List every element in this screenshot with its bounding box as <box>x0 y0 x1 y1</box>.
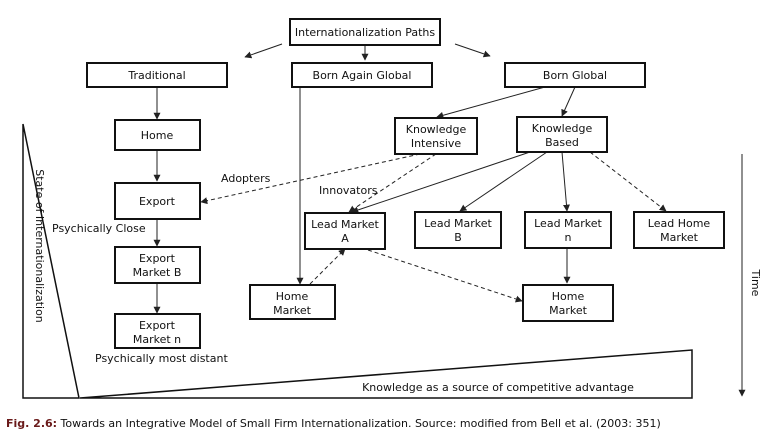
node-lead-home-market: Lead Home Market <box>633 211 725 249</box>
svg-text:Based: Based <box>545 136 579 149</box>
svg-text:Knowledge: Knowledge <box>532 122 593 135</box>
edge-paths-born-global <box>454 43 491 58</box>
svg-text:n: n <box>565 231 572 244</box>
svg-text:Lead Market: Lead Market <box>424 217 492 230</box>
svg-text:Home: Home <box>276 290 309 303</box>
svg-text:Market: Market <box>549 304 587 317</box>
edge-knowledge-based-lead-n <box>561 151 570 212</box>
svg-text:Knowledge: Knowledge <box>406 123 467 136</box>
node-lead-market-b: Lead Market B <box>414 211 502 249</box>
svg-text:Market: Market <box>660 231 698 244</box>
node-knowledge-based: Knowledge Based <box>516 116 608 153</box>
node-lead-market-n: Lead Market n <box>524 211 612 249</box>
node-home-market-left: Home Market <box>249 284 336 320</box>
svg-text:A: A <box>341 232 349 245</box>
edge-knowledge-based-lead-home <box>589 151 667 212</box>
svg-text:Lead Home: Lead Home <box>648 217 711 230</box>
svg-text:Home: Home <box>141 129 174 142</box>
svg-text:Lead Market: Lead Market <box>534 217 602 230</box>
figure-number: Fig. 2.6: <box>6 417 58 430</box>
svg-text:Export: Export <box>139 252 176 265</box>
node-home: Home <box>114 119 201 151</box>
node-home-market-right: Home Market <box>522 284 614 322</box>
node-export: Export <box>114 182 201 220</box>
svg-text:Traditional: Traditional <box>127 69 185 82</box>
edge-knowledge-based-lead-b <box>459 151 548 212</box>
edge-knowledge-intensive-lead-a <box>348 153 437 213</box>
edge-born-global-knowledge-based <box>561 86 576 117</box>
svg-text:Born Again Global: Born Again Global <box>313 69 412 82</box>
edge-home-market-lead-a <box>309 248 346 285</box>
node-export-market-n: Export Market n <box>114 313 201 349</box>
svg-text:Intensive: Intensive <box>411 137 462 150</box>
node-internationalization-paths: Internationalization Paths <box>289 18 441 46</box>
svg-text:Home: Home <box>552 290 585 303</box>
state-of-internationalization-wedge <box>22 123 80 399</box>
svg-text:Export: Export <box>139 319 176 332</box>
node-export-market-b: Export Market B <box>114 246 201 284</box>
edge-knowledge-intensive-export <box>200 153 421 205</box>
figure-caption-text: Towards an Integrative Model of Small Fi… <box>57 417 661 430</box>
diagram: Internationalization Paths Traditional B… <box>22 18 762 399</box>
edge-born-global-knowledge-intensive <box>436 86 546 119</box>
label-knowledge-axis: Knowledge as a source of competitive adv… <box>362 381 634 394</box>
node-born-global: Born Global <box>504 62 646 88</box>
edge-lead-a-home-market <box>367 249 523 303</box>
svg-text:Market B: Market B <box>133 266 182 279</box>
label-time-axis: Time <box>749 269 762 297</box>
edge-knowledge-based-lead-a <box>351 151 531 214</box>
svg-text:Born Global: Born Global <box>543 69 607 82</box>
label-innovators: Innovators <box>319 184 378 197</box>
node-born-again-global: Born Again Global <box>291 62 433 88</box>
svg-text:Market: Market <box>273 304 311 317</box>
svg-text:Lead Market: Lead Market <box>311 218 379 231</box>
label-psychically-close: Psychically Close <box>52 222 146 235</box>
label-state-axis: State of Internationalization <box>33 169 46 323</box>
knowledge-advantage-wedge <box>79 349 693 399</box>
node-lead-market-a: Lead Market A <box>304 212 386 250</box>
figure-caption: Fig. 2.6: Towards an Integrative Model o… <box>6 417 762 430</box>
svg-text:Market n: Market n <box>133 333 181 346</box>
svg-text:B: B <box>454 231 462 244</box>
svg-text:Internationalization Paths: Internationalization Paths <box>295 26 436 39</box>
label-psychically-distant: Psychically most distant <box>95 352 228 365</box>
node-traditional: Traditional <box>86 62 228 88</box>
node-knowledge-intensive: Knowledge Intensive <box>394 117 478 155</box>
edge-paths-traditional <box>244 43 283 59</box>
label-adopters: Adopters <box>221 172 271 185</box>
svg-text:Export: Export <box>139 195 176 208</box>
